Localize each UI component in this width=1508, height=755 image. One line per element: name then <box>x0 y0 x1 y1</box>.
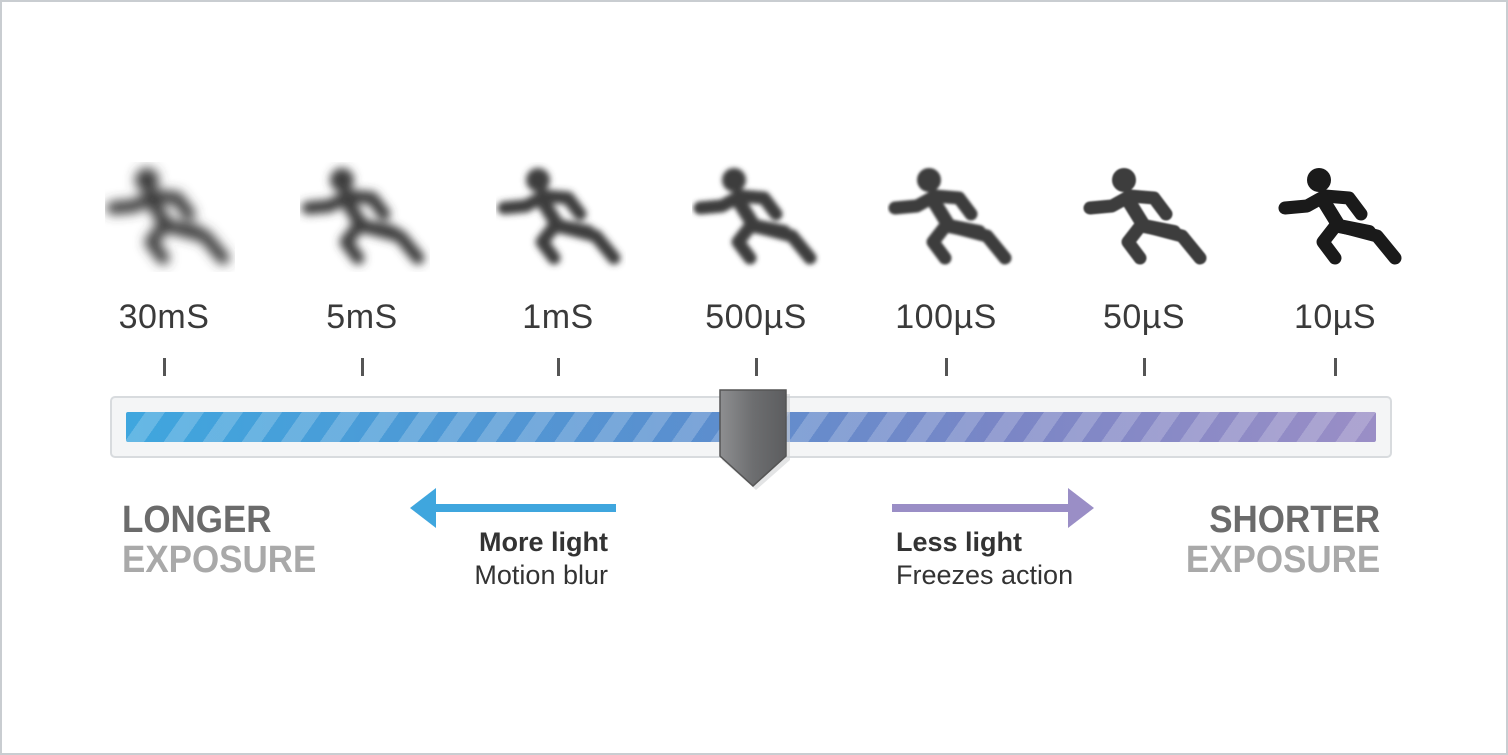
running-person-icon <box>693 168 817 265</box>
longer-exposure-heading: LONGER EXPOSURE <box>122 500 316 580</box>
shorter-label: SHORTER <box>1209 499 1380 541</box>
scale-tick <box>163 358 166 376</box>
shutter-speed-label: 1mS <box>522 298 594 336</box>
running-person-icon <box>888 168 1012 265</box>
more-light-note: More light Motion blur <box>474 526 608 592</box>
running-person-icon <box>301 168 425 265</box>
slider-handle[interactable] <box>714 386 794 492</box>
less-light-note: Less light Freezes action <box>896 526 1073 592</box>
shutter-speed-label: 500µS <box>705 298 807 336</box>
shorter-exposure-heading: SHORTER EXPOSURE <box>1186 500 1380 580</box>
arrow-left-icon <box>410 488 616 528</box>
arrow-right-icon <box>892 488 1094 528</box>
scale-tick <box>557 358 560 376</box>
shutter-speed-label: 5mS <box>326 298 398 336</box>
shutter-speed-label: 10µS <box>1293 298 1377 336</box>
shutter-speed-label: 100µS <box>895 298 997 336</box>
exposure-label: EXPOSURE <box>1185 539 1380 581</box>
more-light-label: More light <box>479 527 608 557</box>
running-person-icon <box>1278 168 1402 265</box>
shutter-speed-label: 50µS <box>1102 298 1186 336</box>
scale-tick <box>361 358 364 376</box>
running-person-icon <box>1083 168 1207 265</box>
scale-tick <box>1334 358 1337 376</box>
scale-tick <box>755 358 758 376</box>
scale-tick <box>1143 358 1146 376</box>
exposure-label: EXPOSURE <box>122 539 317 581</box>
scale-tick <box>945 358 948 376</box>
motion-blur-label: Motion blur <box>474 560 608 590</box>
running-person-icon <box>106 168 230 265</box>
shutter-speed-label: 30mS <box>118 298 210 336</box>
running-person-icon <box>497 168 621 265</box>
longer-label: LONGER <box>122 499 272 541</box>
less-light-label: Less light <box>896 527 1023 557</box>
freezes-action-label: Freezes action <box>896 560 1074 590</box>
